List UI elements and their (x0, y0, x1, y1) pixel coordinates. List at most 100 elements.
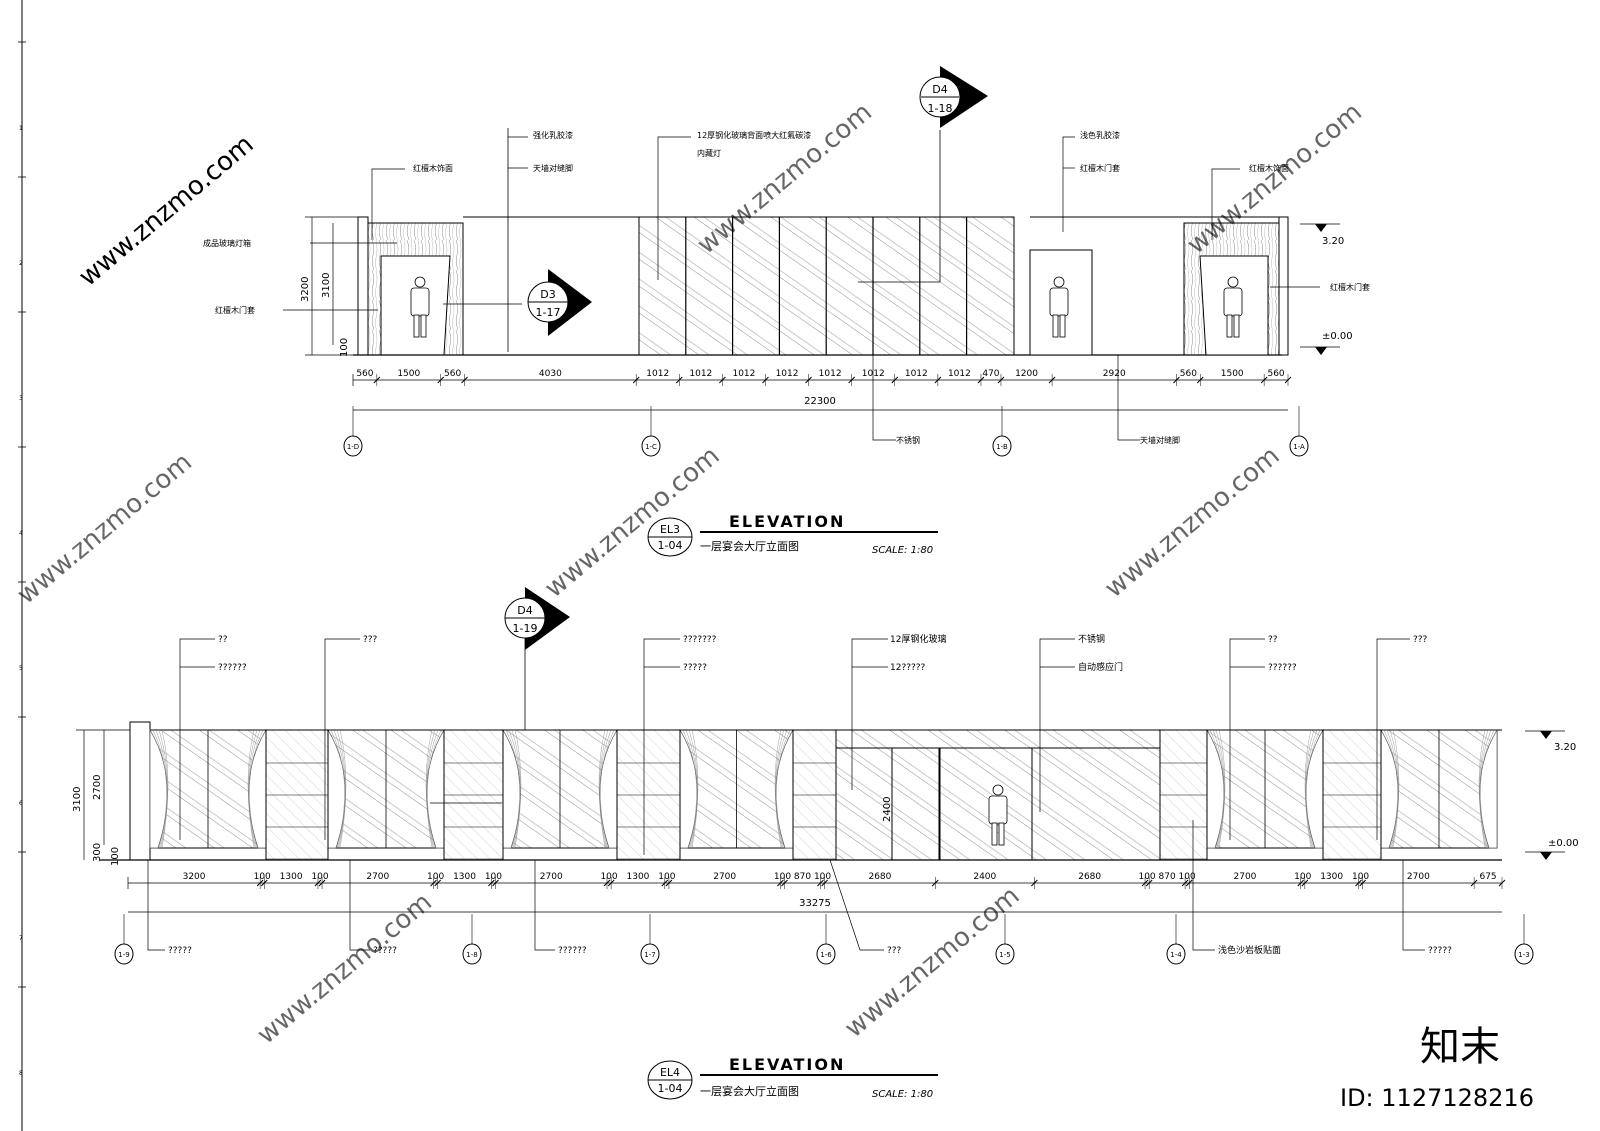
svg-text:红檀木门套: 红檀木门套 (215, 305, 255, 315)
el3-human-figures (410, 276, 1243, 338)
svg-text:ELEVATION: ELEVATION (729, 1055, 845, 1074)
svg-text:?????: ????? (1428, 946, 1452, 956)
curtain-fold (1215, 729, 1225, 849)
svg-text:?????: ????? (683, 663, 707, 673)
el3-glass-dividers (685, 217, 968, 355)
dim-label: 100 (311, 872, 328, 882)
dim-label: 1300 (627, 872, 650, 882)
svg-text:1-04: 1-04 (658, 539, 683, 552)
dim-label: 100 (254, 872, 271, 882)
svg-text:SCALE: 1:80: SCALE: 1:80 (872, 545, 933, 556)
curtain-fold (158, 729, 168, 849)
svg-text:内藏灯: 内藏灯 (697, 148, 721, 158)
curtain-fold (1392, 729, 1400, 849)
margin-tick-label: 7 (19, 935, 23, 942)
el4-human-figure (988, 784, 1008, 846)
svg-text:??????: ?????? (218, 663, 247, 673)
margin-tick-label: 6 (19, 800, 23, 807)
dim-label: 3200 (183, 872, 206, 882)
svg-text:2700: 2700 (92, 775, 103, 800)
curtain-fold (336, 729, 346, 849)
margin-tick-label: 8 (19, 1070, 23, 1077)
el4-bottom-leaders (147, 820, 1425, 951)
curtain-fold (1304, 729, 1312, 849)
el4-level-top: 3.20 (1525, 730, 1576, 753)
dim-label: 2700 (366, 872, 389, 882)
margin-tick-label: 3 (19, 395, 23, 402)
svg-text:?????: ????? (373, 946, 397, 956)
el3-height-dim-labels: 3200 3100 100 (300, 273, 350, 357)
dim-label: 2920 (1103, 369, 1126, 379)
dim-label: 1012 (819, 369, 842, 379)
dim-label: 560 (444, 369, 461, 379)
svg-text:D3: D3 (540, 288, 555, 301)
svg-text:3100: 3100 (72, 787, 83, 812)
dim-label: 100 (600, 872, 617, 882)
svg-text:ELEVATION: ELEVATION (729, 512, 845, 531)
axis-bubble (114, 943, 134, 965)
axis-label: 1-6 (820, 951, 832, 959)
curtain-fold (339, 729, 347, 849)
dim-label: 100 (1294, 872, 1311, 882)
curtain-fold (775, 729, 788, 849)
dim-label: 2680 (868, 872, 891, 882)
dim-label: 870 (1159, 872, 1176, 882)
dim-label: 1300 (453, 872, 476, 882)
curtain-fold (248, 729, 258, 849)
axis-label: 1-B (996, 443, 1008, 451)
dim-label: 1012 (948, 369, 971, 379)
dim-label: 560 (356, 369, 373, 379)
svg-text:3100: 3100 (321, 273, 332, 298)
dim-label: 2700 (540, 872, 563, 882)
dim-label: 870 (794, 872, 811, 882)
dim-label: 2700 (1234, 872, 1257, 882)
curtain-fold (685, 729, 698, 849)
dim-label: 1012 (776, 369, 799, 379)
el4-note-texts: ?? ?????? ??? ??????? ????? 12厚钢化玻璃 12??… (218, 633, 1428, 673)
curtain-fold (1383, 729, 1398, 849)
svg-text:100: 100 (110, 847, 121, 866)
axis-bubble (995, 943, 1015, 965)
dim-label: 100 (485, 872, 502, 882)
curtain-fold (427, 729, 442, 849)
curtain-fold (248, 729, 261, 849)
curtain-fold (1212, 729, 1225, 849)
curtain-fold (152, 729, 167, 849)
dim-label: 1300 (1320, 872, 1343, 882)
el4-note-leaders (179, 638, 1410, 855)
el4-title-block: EL4 1-04 ELEVATION 一层宴会大厅立面图 SCALE: 1:80 (647, 1055, 938, 1100)
curtain-fold (1389, 729, 1399, 849)
el3-callout-d4: D4 1-18 (919, 66, 988, 128)
margin-tick-label: 5 (19, 665, 23, 672)
curtain-fold (776, 729, 791, 849)
el3-total-dim: 22300 (804, 396, 836, 407)
svg-text:www.znzmo.com: www.znzmo.com (1099, 441, 1285, 604)
svg-text:强化乳胶漆: 强化乳胶漆 (533, 130, 573, 140)
curtain-fold (599, 729, 612, 849)
curtain-fold (505, 729, 520, 849)
el4-callout-d4: D4 1-19 (504, 587, 570, 650)
dim-label: 470 (982, 369, 999, 379)
axis-label: 1-4 (1170, 951, 1182, 959)
curtain-fold (1209, 729, 1224, 849)
axis-label: 1-C (645, 443, 657, 451)
axis-label: 1-A (1293, 443, 1305, 451)
svg-text:???: ??? (363, 635, 378, 645)
dim-label: 100 (1138, 872, 1155, 882)
curtain-fold (155, 729, 168, 849)
svg-text:???: ??? (887, 946, 902, 956)
dim-label: 2700 (1407, 872, 1430, 882)
axis-bubble (462, 943, 482, 965)
svg-text:红檀木门套: 红檀木门套 (1080, 163, 1120, 173)
svg-text:12?????: 12????? (890, 663, 926, 673)
curtain-fold (774, 729, 782, 849)
svg-text:1-04: 1-04 (658, 1082, 683, 1095)
svg-text:300: 300 (92, 843, 103, 862)
axis-bubble (640, 943, 660, 965)
